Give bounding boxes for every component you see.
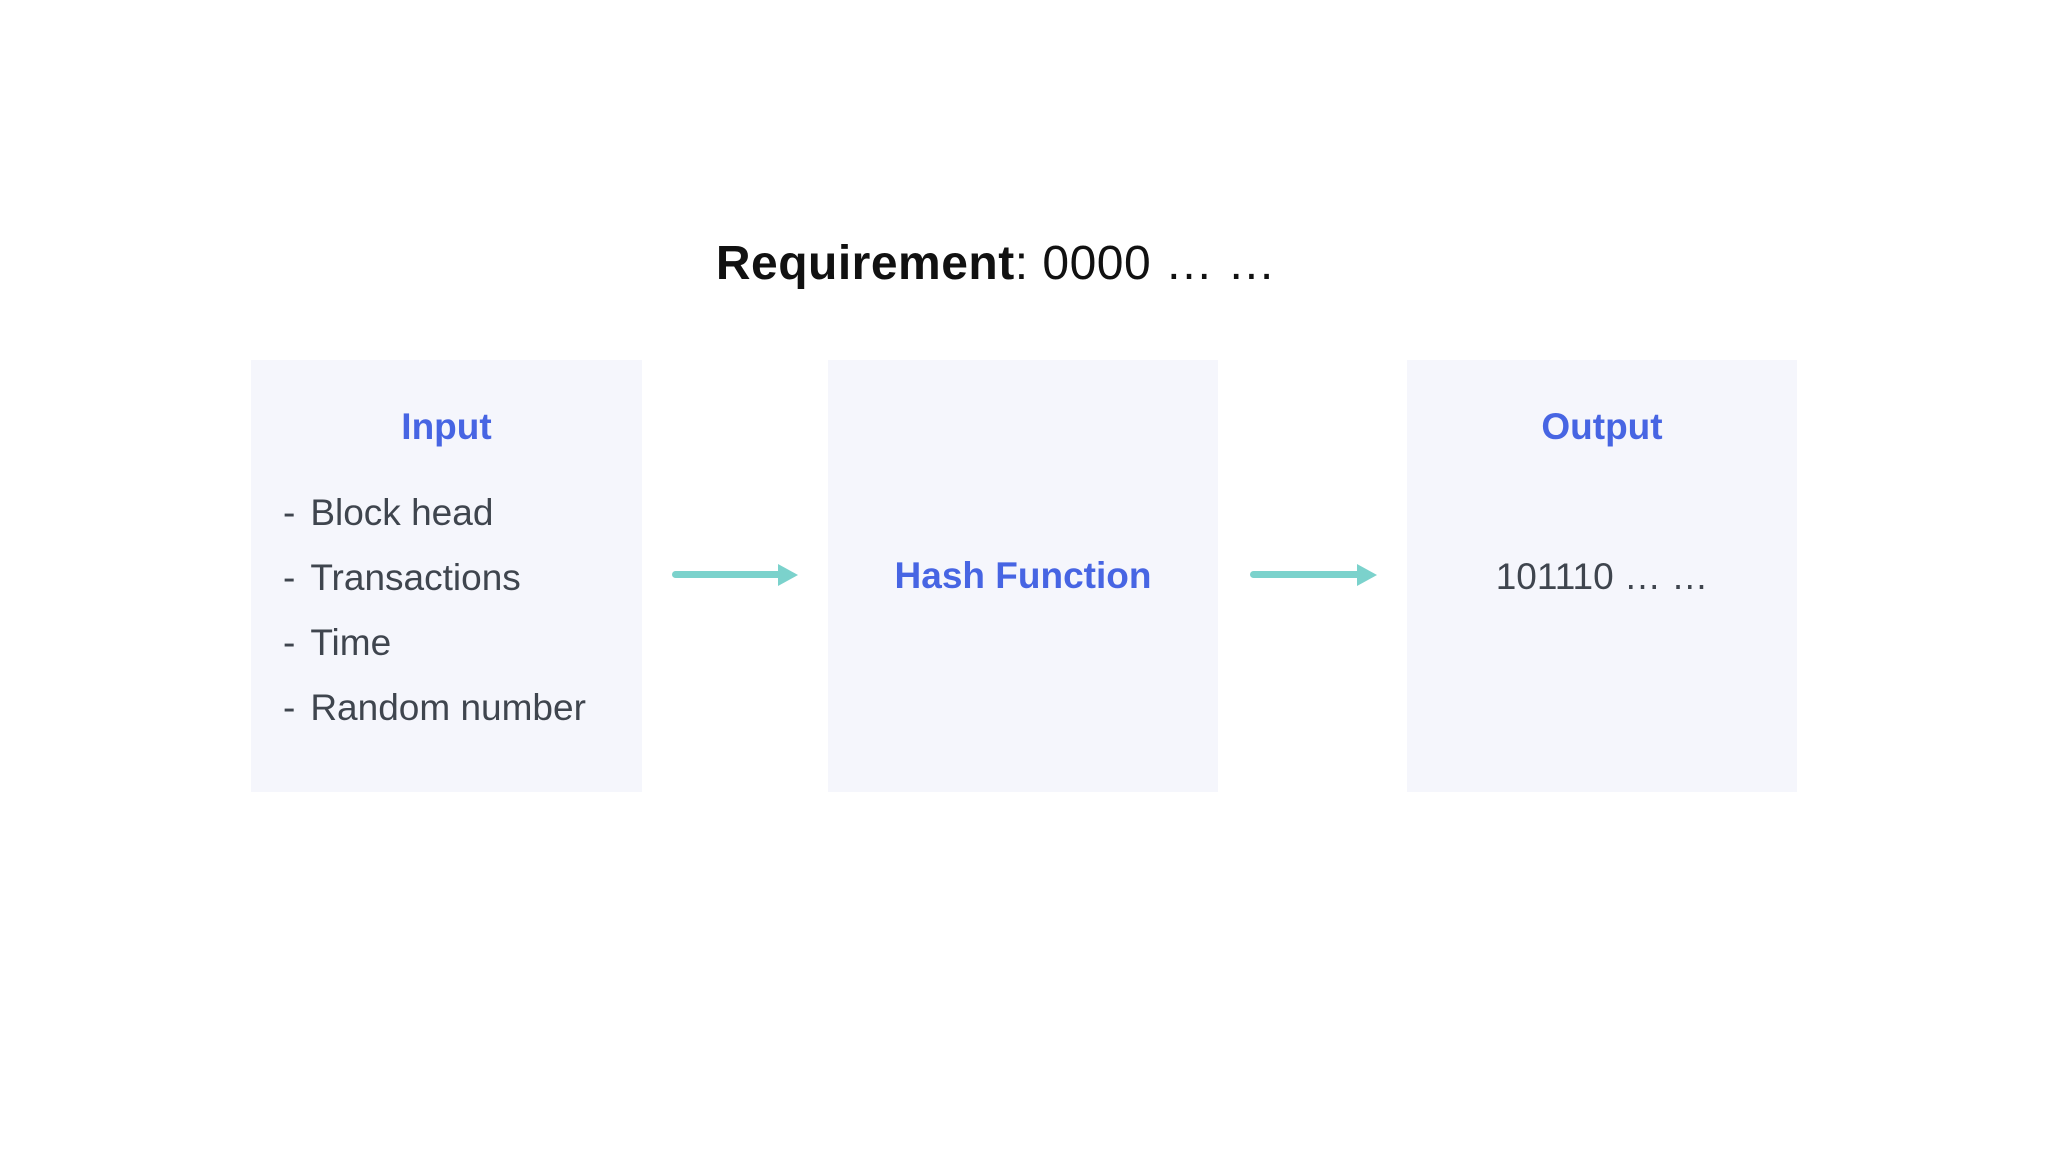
bullet-dash: -	[283, 686, 296, 728]
arrow-head-icon	[1357, 564, 1377, 586]
bullet-dash: -	[283, 491, 296, 533]
input-item-list: - Block head - Transactions - Time - Ran…	[283, 480, 622, 740]
output-box-title: Output	[1541, 406, 1663, 447]
list-item: - Block head	[283, 480, 622, 545]
requirement-heading: Requirement: 0000 … …	[0, 186, 1964, 290]
output-box: Output 101110 … …	[1407, 360, 1797, 792]
hash-function-box-title: Hash Function	[894, 555, 1152, 596]
list-item-label: Transactions	[310, 556, 521, 598]
arrow-shaft	[672, 571, 782, 578]
bullet-dash: -	[283, 556, 296, 598]
input-box-title: Input	[401, 406, 492, 447]
list-item: - Transactions	[283, 545, 622, 610]
list-item: - Time	[283, 610, 622, 675]
output-value: 101110 … …	[1495, 556, 1709, 597]
requirement-label: Requirement	[715, 237, 1015, 290]
list-item-label: Time	[310, 621, 392, 663]
list-item-label: Block head	[310, 491, 494, 533]
arrow-input-to-hash	[672, 561, 798, 589]
bullet-dash: -	[283, 621, 296, 663]
arrow-hash-to-output	[1250, 561, 1377, 589]
arrow-head-icon	[778, 564, 798, 586]
hash-function-box: Hash Function	[828, 360, 1218, 792]
requirement-value: : 0000 … …	[1014, 237, 1276, 290]
input-box: Input - Block head - Transactions - Time…	[251, 360, 642, 792]
list-item-label: Random number	[310, 686, 586, 728]
list-item: - Random number	[283, 675, 622, 740]
arrow-shaft	[1250, 571, 1361, 578]
